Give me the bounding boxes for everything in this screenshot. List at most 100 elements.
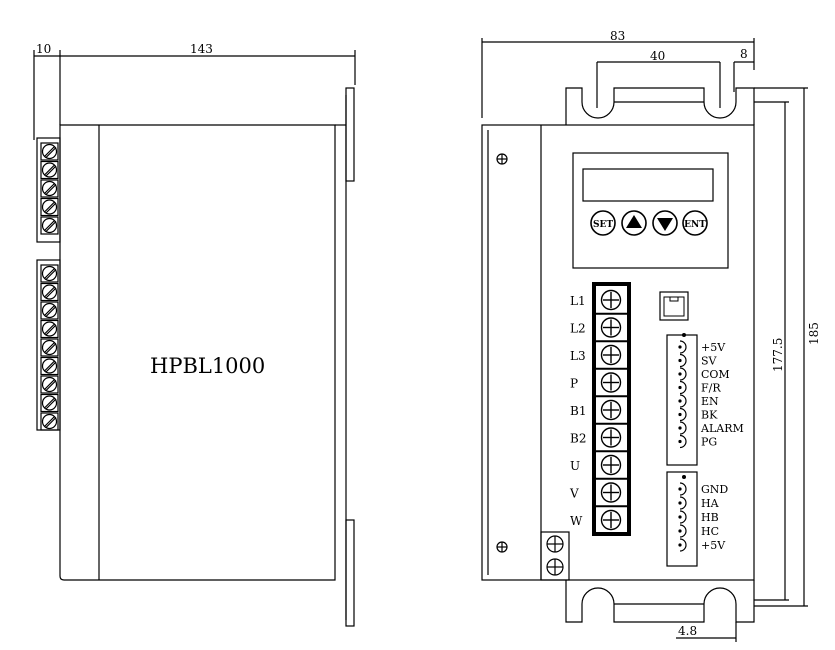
dim-slot-width-label: 8 bbox=[740, 47, 748, 61]
hall-pin-2 bbox=[678, 496, 687, 510]
power-terminal-l3 bbox=[600, 344, 622, 366]
mount-tab-bottom bbox=[565, 580, 755, 623]
control-pin-label: F/R bbox=[701, 382, 721, 395]
keypad-button-2[interactable] bbox=[621, 210, 647, 236]
keypad-panel bbox=[572, 152, 729, 269]
hall-connector-pins bbox=[678, 475, 687, 552]
side-screw-7 bbox=[40, 282, 59, 302]
power-terminal-block bbox=[592, 282, 631, 536]
power-terminal-label: B1 bbox=[570, 404, 586, 418]
power-terminal-u bbox=[600, 454, 622, 476]
power-terminal-label: L3 bbox=[570, 349, 586, 363]
side-screws bbox=[40, 142, 59, 431]
power-terminal-v bbox=[600, 482, 622, 503]
keypad-button-4[interactable]: ENT bbox=[682, 210, 708, 236]
side-screw-5 bbox=[40, 216, 59, 235]
power-terminal-b2 bbox=[600, 427, 622, 448]
control-pin-label: SV bbox=[701, 355, 718, 368]
dim-mount-height-label: 177.5 bbox=[771, 338, 785, 372]
power-terminal-w bbox=[600, 509, 622, 531]
mount-screw-top bbox=[496, 153, 508, 165]
power-terminal-b1 bbox=[600, 399, 622, 421]
arrow-up-icon bbox=[626, 215, 642, 228]
side-view: 10 143 HPBL1000 bbox=[33, 42, 356, 627]
side-terminal-block-upper bbox=[36, 137, 61, 243]
side-screw-13 bbox=[40, 393, 59, 413]
control-pin-label: +5V bbox=[701, 341, 726, 354]
dim-bottom-label: 4.8 bbox=[678, 624, 697, 638]
side-screw-10 bbox=[40, 338, 59, 357]
side-screw-6 bbox=[40, 264, 59, 283]
power-terminal-label: P bbox=[570, 377, 578, 391]
side-screw-1 bbox=[40, 142, 59, 161]
hall-pin-5 bbox=[678, 538, 687, 552]
rj-port-inner bbox=[663, 296, 685, 317]
side-screw-2 bbox=[40, 160, 59, 180]
control-pin-6 bbox=[678, 407, 687, 422]
mount-screw-bottom bbox=[496, 541, 508, 553]
power-terminal-label: W bbox=[570, 514, 583, 528]
side-screw-8 bbox=[40, 301, 59, 320]
power-terminal-label: B2 bbox=[570, 432, 586, 446]
keypad-button-1[interactable]: SET bbox=[590, 210, 616, 236]
side-body-outline bbox=[59, 124, 336, 581]
keypad-button-3[interactable] bbox=[652, 210, 678, 236]
dim-width-label: 83 bbox=[610, 29, 625, 43]
hall-pin-label: +5V bbox=[701, 539, 726, 552]
control-pin-5 bbox=[678, 394, 687, 408]
mount-tab-top bbox=[565, 87, 755, 125]
power-terminal-l2 bbox=[600, 317, 622, 338]
hall-pin-label: HC bbox=[701, 525, 719, 538]
power-terminal-label: U bbox=[570, 459, 580, 473]
hall-pin-4 bbox=[678, 524, 687, 538]
dim-flange-label: 10 bbox=[36, 42, 51, 56]
control-pin-3 bbox=[678, 367, 687, 381]
side-screw-9 bbox=[40, 319, 59, 339]
side-screw-4 bbox=[40, 197, 59, 217]
front-housing bbox=[481, 124, 755, 581]
control-pin-label: ALARM bbox=[700, 422, 744, 435]
power-terminal-label: L1 bbox=[570, 294, 586, 308]
side-screw-12 bbox=[40, 375, 59, 394]
control-pin-label: PG bbox=[701, 436, 717, 449]
keypad-button-label: SET bbox=[593, 220, 613, 230]
mount-ear-top bbox=[345, 87, 355, 182]
power-terminal-label: L2 bbox=[570, 322, 586, 336]
ground-terminal bbox=[540, 531, 570, 581]
ground-screw-1 bbox=[546, 535, 564, 553]
rj-port bbox=[659, 291, 689, 321]
control-pin-label: BK bbox=[701, 409, 718, 422]
keypad: SET ENT bbox=[590, 210, 708, 236]
dim-slot-spacing-label: 40 bbox=[650, 49, 665, 63]
hall-pin-label: GND bbox=[701, 483, 728, 496]
control-pin-1 bbox=[678, 340, 687, 354]
side-screw-3 bbox=[40, 179, 59, 198]
power-terminal-l1 bbox=[600, 289, 622, 311]
hall-pin-3 bbox=[678, 510, 687, 524]
side-screw-11 bbox=[40, 356, 59, 376]
power-terminal-p bbox=[600, 372, 622, 393]
model-label: HPBL1000 bbox=[150, 354, 265, 378]
lcd-display bbox=[582, 168, 714, 202]
control-pin-label: COM bbox=[701, 368, 730, 381]
control-pin-label: EN bbox=[701, 395, 719, 408]
side-screw-14 bbox=[40, 412, 59, 431]
control-pin-7 bbox=[678, 421, 687, 435]
control-connector-pins bbox=[678, 333, 687, 449]
hall-pin-label: HB bbox=[701, 511, 719, 524]
dim-total-height-label: 185 bbox=[807, 322, 821, 345]
keypad-button-label: ENT bbox=[684, 220, 706, 230]
hall-connector bbox=[666, 471, 698, 567]
mount-ear-bottom bbox=[345, 519, 355, 627]
power-terminal-label: V bbox=[569, 487, 579, 501]
dim-length-label: 143 bbox=[190, 42, 213, 56]
ground-screw-2 bbox=[546, 558, 564, 576]
hall-pin-label: HA bbox=[701, 497, 720, 510]
front-view: 83 40 8 185 177.5 4.8 bbox=[481, 29, 821, 642]
control-pin-8 bbox=[678, 434, 687, 449]
arrow-down-icon bbox=[657, 218, 673, 231]
